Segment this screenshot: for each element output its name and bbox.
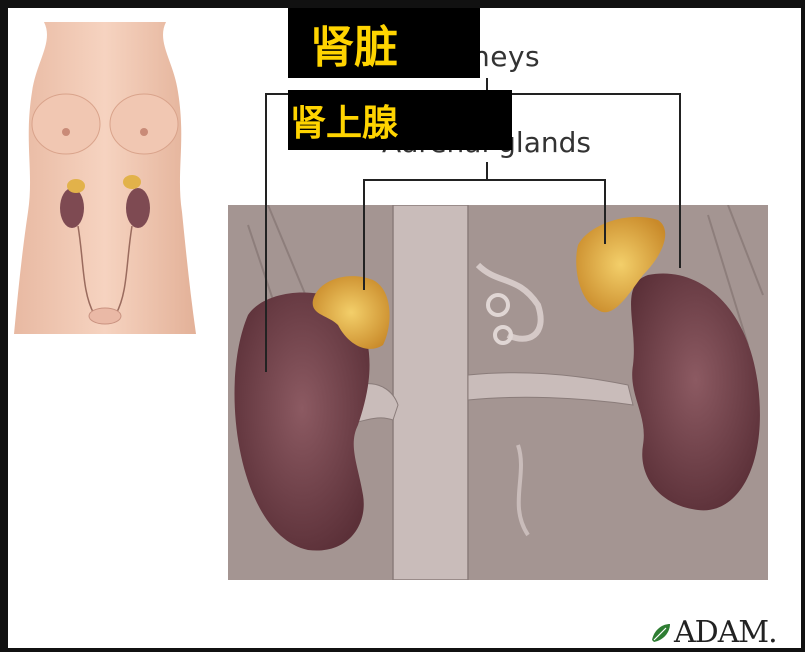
kidney-anatomy-illustration <box>228 205 768 580</box>
overlay-adrenal-zh: 肾上腺 <box>288 90 512 150</box>
torso-breast-right <box>110 94 178 154</box>
overlay-kidney-zh: 肾脏 <box>288 8 480 78</box>
logo-text: ADAM. <box>674 615 777 650</box>
leaf-icon <box>650 622 672 644</box>
torso-kidney-left <box>60 188 84 228</box>
aorta-vessel <box>393 205 468 580</box>
torso-illustration <box>14 22 196 334</box>
torso-breast-left <box>32 94 100 154</box>
adam-logo: ADAM. <box>650 615 777 650</box>
overlay-adrenal-zh-text: 肾上腺 <box>290 94 398 146</box>
overlay-kidney-zh-text: 肾脏 <box>310 11 398 75</box>
torso-kidney-right <box>126 188 150 228</box>
torso-adrenal-right <box>123 175 141 189</box>
frame-right-edge <box>801 0 805 652</box>
torso-adrenal-left <box>67 179 85 193</box>
torso-body <box>14 22 196 334</box>
label-kidneys: neys <box>472 40 540 73</box>
